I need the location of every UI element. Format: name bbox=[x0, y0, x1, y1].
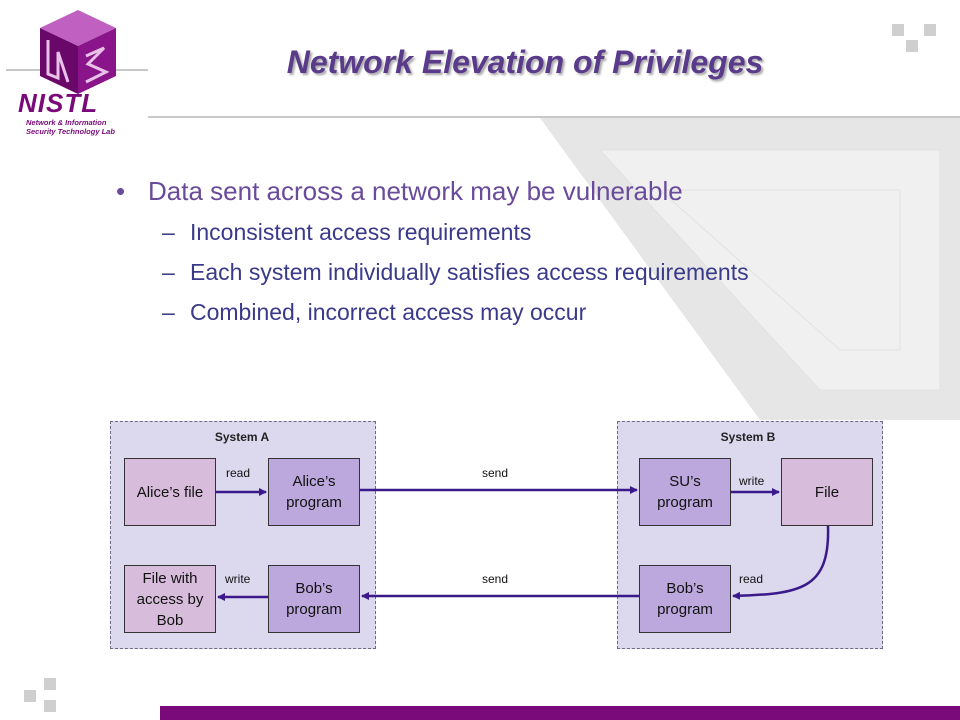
dash-icon: – bbox=[162, 219, 175, 245]
su-program-label: SU’s program bbox=[657, 473, 713, 511]
system-b-label: System B bbox=[720, 430, 776, 444]
corner-squares-bottom bbox=[24, 678, 56, 712]
file-node: File bbox=[781, 458, 873, 526]
alice-program-label: Alice’s program bbox=[286, 473, 342, 511]
bob-file-node: File with access by Bob bbox=[124, 565, 216, 633]
title-divider bbox=[148, 116, 960, 118]
send-label-bottom: send bbox=[482, 572, 509, 586]
dash-icon: – bbox=[162, 299, 175, 325]
bullet-sub-text: Combined, incorrect access may occur bbox=[190, 299, 587, 325]
system-a-label: System A bbox=[214, 430, 270, 444]
write-label-b: write bbox=[739, 474, 765, 488]
bullet-main-text: Data sent across a network may be vulner… bbox=[148, 176, 683, 206]
bob-program-a-node: Bob’s program bbox=[268, 565, 360, 633]
bullet-dot-icon: • bbox=[116, 176, 126, 206]
slide-title: Network Elevation of Privileges bbox=[286, 44, 764, 80]
bullet-sub-text: Inconsistent access requirements bbox=[190, 219, 532, 245]
dash-icon: – bbox=[162, 259, 175, 285]
bob-file-label: File with access by Bob bbox=[136, 569, 204, 629]
alice-program-node: Alice’s program bbox=[268, 458, 360, 526]
read-label-a: read bbox=[226, 466, 251, 480]
footer-bar bbox=[160, 706, 960, 720]
logo-subtitle-line2: Security Technology Lab bbox=[26, 127, 115, 136]
corner-squares-top bbox=[892, 24, 936, 52]
logo-wordmark: NISTL bbox=[18, 88, 99, 118]
bob-program-a-label: Bob’s program bbox=[286, 580, 342, 618]
logo-subtitle-line1: Network & Information bbox=[26, 118, 107, 127]
file-label: File bbox=[814, 483, 840, 501]
alice-file-node: Alice’s file bbox=[124, 458, 216, 526]
nistl-logo-icon bbox=[40, 10, 116, 94]
bob-program-b-node: Bob’s program bbox=[639, 565, 731, 633]
read-arrow-b bbox=[732, 525, 830, 600]
logo-subtitle: Network & Information Security Technolog… bbox=[26, 118, 136, 136]
bullet-sub-3: – Combined, incorrect access may occur bbox=[110, 297, 870, 328]
bullet-sub-1: – Inconsistent access requirements bbox=[110, 217, 870, 248]
su-program-node: SU’s program bbox=[639, 458, 731, 526]
bullet-sub-text: Each system individually satisfies acces… bbox=[190, 259, 749, 285]
read-label-b: read bbox=[739, 572, 764, 586]
bullet-list: • Data sent across a network may be vuln… bbox=[110, 176, 870, 337]
alice-file-label: Alice’s file bbox=[136, 483, 204, 501]
bob-program-b-label: Bob’s program bbox=[657, 580, 713, 618]
bullet-main: • Data sent across a network may be vuln… bbox=[110, 176, 870, 207]
bullet-sub-2: – Each system individually satisfies acc… bbox=[110, 257, 750, 288]
send-label-top: send bbox=[482, 466, 509, 480]
write-label-a: write bbox=[225, 572, 251, 586]
